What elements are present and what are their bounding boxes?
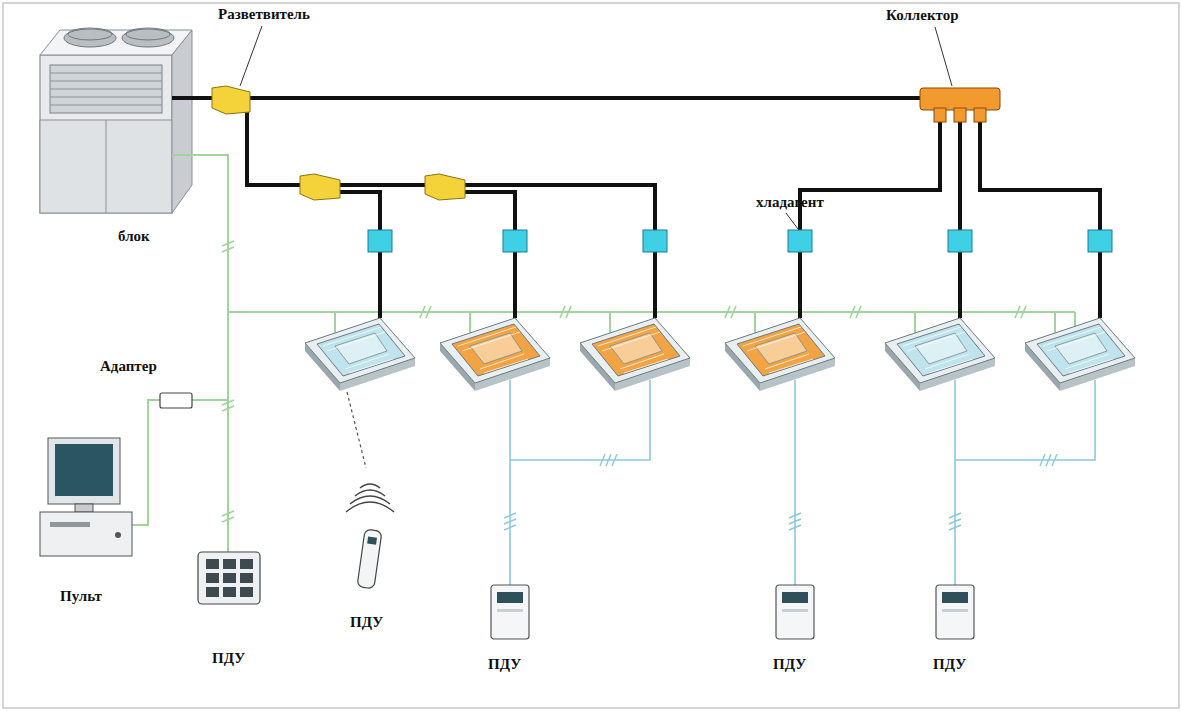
label: ПДУ: [350, 614, 383, 631]
label: Коллектор: [886, 7, 959, 24]
label: ПДУ: [212, 650, 245, 667]
label: Разветвитель: [218, 6, 310, 23]
callout-label: хладагент: [756, 194, 824, 211]
cable-marks: [222, 241, 1026, 522]
valve-box: [368, 230, 1112, 252]
control-wires: [132, 155, 1075, 552]
refrigerant-pipes: [172, 98, 1100, 318]
label: Пульт: [60, 588, 102, 605]
label: ПДУ: [488, 656, 521, 673]
wired-controller: [491, 585, 974, 639]
leader-line: [240, 26, 952, 229]
indoor-cassette: [305, 318, 1135, 391]
label: Адаптер: [100, 358, 157, 375]
label: ПДУ: [933, 656, 966, 673]
refrigerant-header: [920, 88, 1000, 122]
label: блок: [118, 228, 150, 245]
adapter: [160, 393, 192, 408]
label: ПДУ: [773, 656, 806, 673]
wireless-remote: [346, 392, 394, 589]
computer: [40, 438, 132, 556]
central-keypad: [198, 552, 260, 604]
controller-wires: [510, 380, 1095, 585]
refrigerant-splitter: [212, 86, 465, 200]
cable-marks: [504, 454, 1057, 530]
outdoor-unit: [40, 28, 192, 213]
